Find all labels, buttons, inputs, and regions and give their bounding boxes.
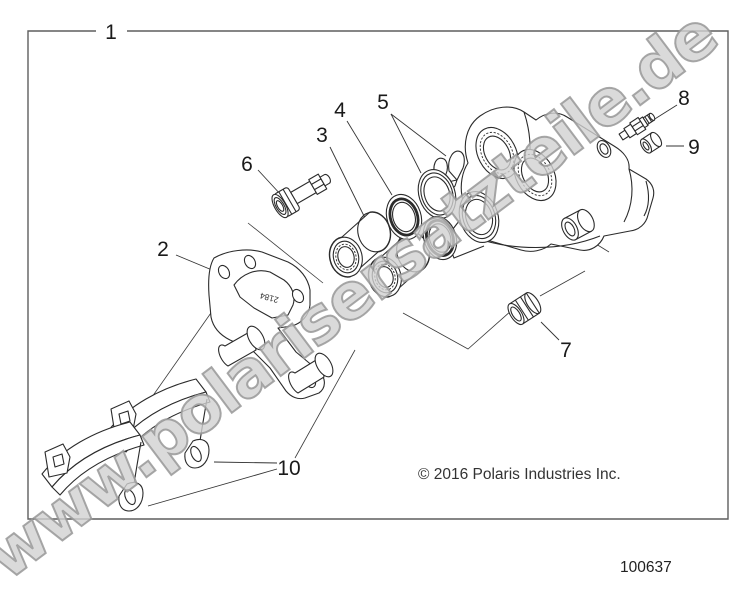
part-2-mounting-bracket: 2184	[208, 249, 334, 400]
callout-leader-lines	[147, 104, 684, 507]
part-10-brake-pads	[41, 378, 211, 512]
drawing-number: 100637	[620, 559, 672, 576]
part-9-nut	[639, 131, 663, 154]
callout-1: 1	[105, 21, 117, 44]
callout-10: 10	[277, 457, 300, 480]
caliper-body	[433, 106, 655, 259]
callout-8: 8	[678, 87, 690, 110]
callout-4: 4	[334, 99, 346, 122]
part-4-piston-seals	[385, 193, 458, 261]
callout-9: 9	[688, 136, 700, 159]
callout-2: 2	[157, 238, 169, 261]
part-8-bleeder-screw	[618, 112, 656, 141]
part-6-guide-pin-bolt	[271, 173, 331, 219]
callout-3: 3	[316, 124, 328, 147]
part-3-pistons	[328, 211, 431, 298]
callout-numbers: 2 3 4 5 6 7 8 9 10	[157, 87, 700, 480]
part-7-dust-cap	[507, 292, 542, 326]
frame-border: 1	[27, 21, 729, 520]
bracket-stamp: 2184	[259, 291, 280, 306]
callout-6: 6	[241, 153, 253, 176]
callout-5: 5	[377, 91, 389, 114]
part-5-dust-boots	[417, 169, 500, 243]
copyright-notice: © 2016 Polaris Industries Inc.	[418, 466, 621, 483]
callout-7: 7	[560, 339, 572, 362]
